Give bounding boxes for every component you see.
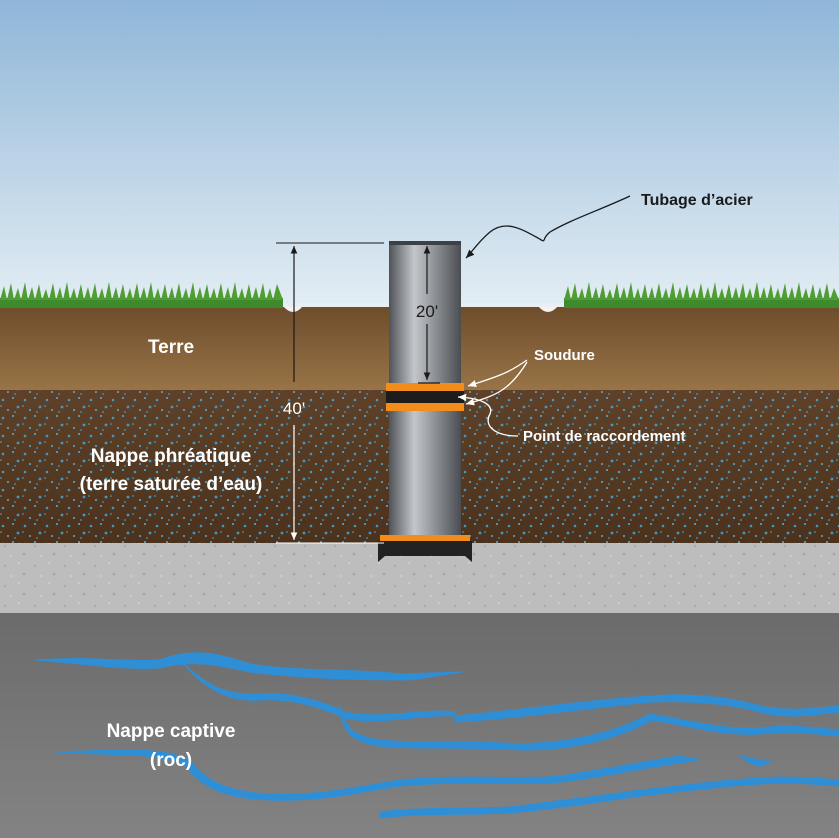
- joint-band: [386, 391, 464, 403]
- dimension-20ft-label: 20': [416, 302, 438, 321]
- ground-bump-left: [283, 306, 303, 312]
- joint-leader-line: [457, 393, 519, 437]
- ground-bump-right: [538, 306, 558, 312]
- dimension-40ft-label: 40': [283, 399, 305, 418]
- label-water-table-line1: Nappe phréatique: [91, 446, 251, 467]
- dimension-20ft: 20': [416, 246, 440, 384]
- weld-leader-line-lower: [465, 361, 528, 406]
- drive-shoe: [378, 541, 472, 562]
- weld-leader-line-upper: [467, 359, 528, 388]
- label-aquifer-line1: Nappe captive: [107, 721, 236, 742]
- drive-shoe-band: [380, 535, 470, 541]
- bedrock-water-veins: [34, 652, 839, 819]
- weld-band-upper: [386, 383, 464, 391]
- label-soil: Terre: [148, 337, 194, 358]
- grass-left: [0, 282, 283, 308]
- steel-casing: [378, 241, 472, 562]
- casing-leader-line: [465, 195, 631, 259]
- label-aquifer-line2: (roc): [150, 750, 192, 771]
- label-steel-casing: Tubage d’acier: [641, 192, 753, 209]
- weld-band-lower: [386, 403, 464, 411]
- label-joint-point: Point de raccordement: [523, 428, 686, 445]
- grass-right: [564, 282, 839, 308]
- dimension-40ft: 40': [276, 242, 384, 544]
- label-water-table-line2: (terre saturée d’eau): [80, 474, 263, 495]
- label-weld: Soudure: [534, 347, 595, 364]
